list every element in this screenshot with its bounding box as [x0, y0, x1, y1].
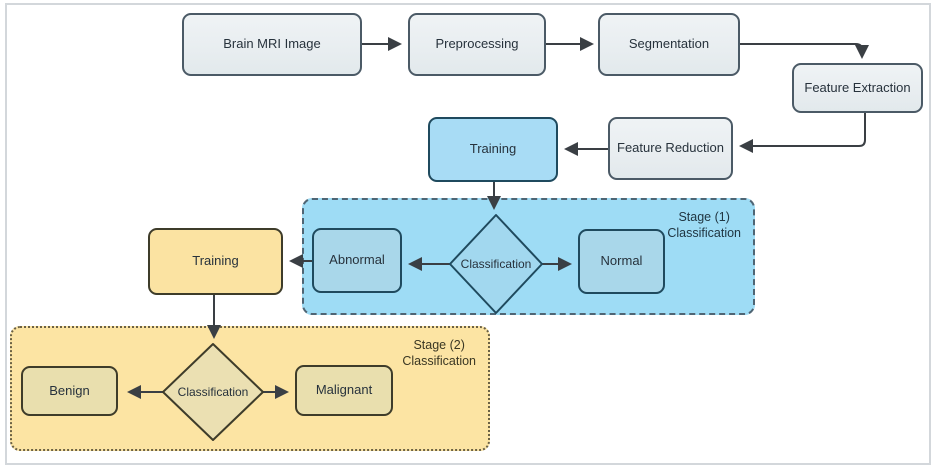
- stage2-label: Stage (2) Classification: [402, 337, 476, 370]
- stage2-label-line2: Classification: [402, 354, 476, 369]
- stage1-label: Stage (1) Classification: [667, 209, 741, 242]
- node-training-stage1: Training: [428, 117, 558, 182]
- node-feature-reduction: Feature Reduction: [608, 117, 733, 180]
- classification1-diamond: [449, 214, 543, 314]
- connector-segmentation-to-featureextraction: [740, 43, 869, 59]
- node-abnormal: Abnormal: [312, 228, 402, 293]
- classification2-diamond-label: Classification: [177, 385, 249, 399]
- node-benign: Benign: [21, 366, 118, 416]
- stage1-label-line1: Stage (1): [678, 210, 730, 224]
- node-feature-extraction: Feature Extraction: [792, 63, 923, 113]
- node-normal: Normal: [578, 229, 665, 294]
- node-segmentation: Segmentation: [598, 13, 740, 76]
- stage2-label-line1: Stage (2): [413, 338, 465, 352]
- node-brain-mri-image: Brain MRI Image: [182, 13, 362, 76]
- connector-featureextraction-to-featurereduction: [739, 113, 866, 153]
- node-malignant: Malignant: [295, 365, 393, 416]
- classification1-diamond-label: Classification: [460, 257, 532, 271]
- node-training-stage2: Training: [148, 228, 283, 295]
- stage1-label-line2: Classification: [667, 226, 741, 241]
- classification2-diamond: [162, 343, 264, 441]
- node-preprocessing: Preprocessing: [408, 13, 546, 76]
